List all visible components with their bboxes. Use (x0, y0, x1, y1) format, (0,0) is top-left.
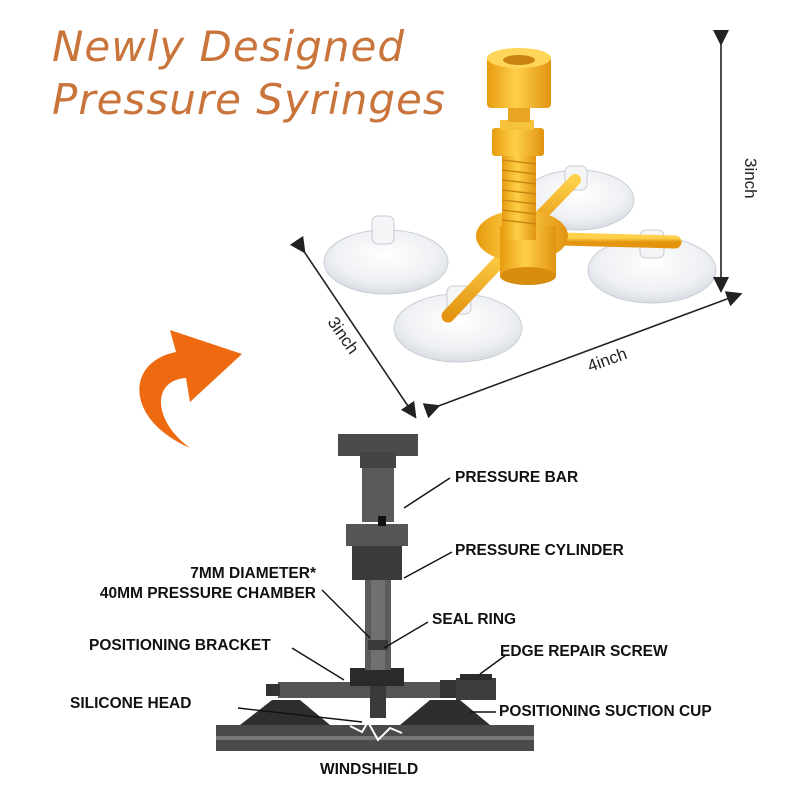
cross-section-diagram (216, 434, 534, 751)
suction-cup-left-section (240, 700, 330, 725)
suction-cup-right-section (400, 700, 490, 725)
label-edge-repair-screw: EDGE REPAIR SCREW (500, 643, 668, 660)
label-diameter: 7MM DIAMETER* (190, 565, 317, 582)
title-line-1: Newly Designed (52, 22, 405, 71)
leader-lines (237, 477, 507, 723)
label-pressure-cylinder: PRESSURE CYLINDER (455, 542, 624, 559)
label-pressure-bar: PRESSURE BAR (455, 469, 578, 486)
label-silicone-head: SILICONE HEAD (70, 695, 191, 712)
label-windshield: WINDSHIELD (320, 761, 418, 778)
dimension-depth-label: 3inch (324, 313, 363, 357)
label-pressure-chamber: 40MM PRESSURE CHAMBER (100, 585, 316, 602)
label-positioning-suction-cup: POSITIONING SUCTION CUP (499, 703, 712, 720)
label-positioning-bracket: POSITIONING BRACKET (89, 637, 271, 654)
product-tool (323, 48, 717, 363)
title-line-2: Pressure Syringes (52, 75, 446, 124)
dimension-height-label: 3inch (741, 158, 760, 199)
label-seal-ring: SEAL RING (432, 611, 516, 628)
dimension-lines (289, 30, 743, 419)
curved-arrow-icon (139, 330, 242, 448)
